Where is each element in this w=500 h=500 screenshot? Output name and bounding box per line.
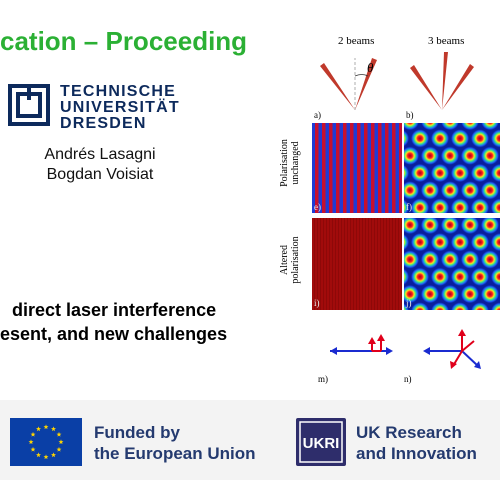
uniform-pattern-panel — [312, 218, 402, 310]
eu-star-icon — [30, 446, 36, 452]
subtitle-line: esent, and new challenges — [0, 324, 228, 344]
eu-star-icon — [28, 439, 34, 445]
hexagonal-spot-panel — [404, 123, 500, 213]
laser-beam — [442, 52, 448, 110]
eu-star-icon — [30, 431, 36, 437]
row-label: unchanged — [290, 141, 301, 184]
panel-label: e) — [314, 202, 321, 212]
eu-star-icon — [56, 431, 62, 437]
author-name: Bogdan Voisiat — [46, 166, 154, 183]
ukri-logo-text: UKRI — [303, 435, 340, 452]
eu-star-icon — [51, 426, 56, 432]
eu-star-icon — [43, 454, 49, 460]
panel-label: i) — [314, 298, 320, 308]
polarisation-diagram — [330, 334, 393, 355]
ukri-name-line: UK Research — [356, 423, 462, 442]
eu-star-icon — [43, 424, 49, 430]
subtitle-line: direct laser interference — [12, 300, 217, 320]
panel-label: a) — [314, 110, 321, 120]
footer-band — [0, 400, 500, 480]
column-header: 3 beams — [428, 35, 464, 47]
laser-beam — [355, 58, 377, 110]
laser-beam — [410, 65, 442, 110]
eu-star-icon — [51, 452, 56, 458]
angle-label: θ — [367, 60, 374, 75]
author-name: Andrés Lasagni — [44, 146, 156, 163]
panel-label: f) — [406, 202, 412, 212]
laser-beam — [442, 64, 474, 110]
eu-star-icon — [56, 446, 62, 452]
eu-star-icon — [58, 439, 64, 445]
university-name-line: UNIVERSITÄT — [60, 99, 180, 116]
row-label: Polarisation — [279, 139, 290, 187]
eu-funding-line: Funded by — [94, 423, 180, 442]
polarisation-diagram — [423, 329, 481, 369]
university-name-line: TECHNISCHE — [60, 83, 177, 100]
stripe-pattern-panel — [312, 123, 402, 213]
panel-label: j) — [405, 298, 412, 308]
eu-funding-line: the European Union — [94, 444, 256, 463]
column-header: 2 beams — [338, 35, 374, 47]
interference-figure: 2 beams 3 beams θ a) b) Polarisation unc… — [279, 35, 500, 384]
eu-flag-icon — [10, 418, 82, 466]
panel-label: b) — [406, 110, 414, 120]
hexagonal-spot-panel — [404, 218, 500, 310]
angle-arc — [354, 74, 369, 77]
university-name-line: DRESDEN — [60, 115, 147, 132]
laser-beam — [320, 63, 355, 110]
row-label: polarisation — [290, 236, 301, 283]
eu-star-icon — [36, 452, 41, 458]
panel-label: n) — [404, 374, 412, 384]
row-label: Altered — [279, 245, 290, 275]
panel-label: m) — [318, 374, 328, 384]
eu-star-icon — [36, 426, 41, 432]
tud-logo-icon — [8, 84, 50, 126]
ukri-logo: UKRI — [296, 418, 346, 466]
ukri-name-line: and Innovation — [356, 444, 477, 463]
slide-title: cation – Proceeding — [0, 26, 248, 56]
